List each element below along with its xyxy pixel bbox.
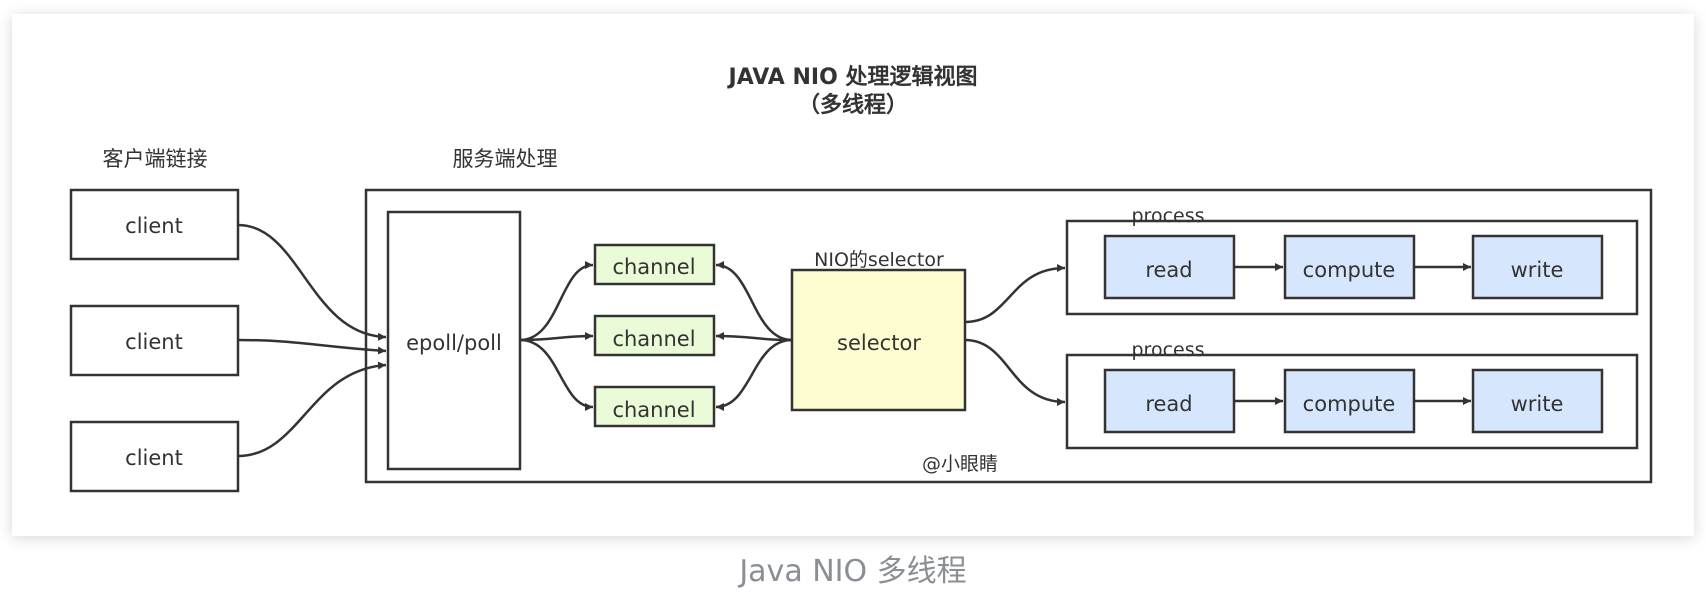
step-label: compute	[1303, 392, 1396, 416]
step-label: compute	[1303, 258, 1396, 282]
selector-to-channel-arrow	[715, 261, 793, 342]
epoll-box: epoll/poll	[386, 210, 522, 471]
selector-box: selector	[790, 268, 967, 412]
client-to-epoll-arrow	[237, 338, 387, 355]
step-label: write	[1511, 258, 1564, 282]
selector-to-process-arrow	[964, 264, 1066, 324]
client-label: client	[125, 214, 183, 238]
step-label: read	[1145, 392, 1192, 416]
write-step: write	[1471, 368, 1604, 434]
step-label: read	[1145, 258, 1192, 282]
process-label: process	[1131, 205, 1204, 227]
selector-to-channel-arrow	[715, 338, 793, 411]
client-label: client	[125, 446, 183, 470]
client-label: client	[125, 330, 183, 354]
client-box: client	[69, 304, 240, 377]
selector-caption: NIO的selector	[814, 249, 944, 271]
figure-caption: Java NIO 多线程	[739, 554, 967, 589]
compute-step: compute	[1283, 234, 1416, 300]
channel-box: channel	[593, 243, 716, 286]
epoll-to-channel-arrow	[519, 332, 594, 342]
channel-box: channel	[593, 385, 716, 428]
process-group: process read compute write	[1065, 205, 1639, 316]
server-section-label: 服务端处理	[453, 147, 558, 171]
epoll-to-channel-arrow	[519, 338, 594, 411]
channel-label: channel	[612, 327, 695, 351]
channel-label: channel	[612, 398, 695, 422]
diagram-title: JAVA NIO 处理逻辑视图	[727, 64, 978, 90]
selector-to-channel-arrow	[715, 332, 793, 342]
client-to-epoll-arrow	[237, 223, 387, 341]
watermark: @小眼睛	[922, 453, 998, 475]
epoll-label: epoll/poll	[406, 331, 502, 355]
channel-label: channel	[612, 255, 695, 279]
channel-box: channel	[593, 314, 716, 357]
read-step: read	[1103, 368, 1236, 434]
selector-label: selector	[837, 331, 921, 355]
diagram-subtitle: （多线程）	[798, 92, 908, 118]
process-group: process read compute write	[1065, 339, 1639, 450]
selector-to-process-arrow	[964, 338, 1066, 406]
client-section-label: 客户端链接	[103, 147, 208, 171]
epoll-to-channel-arrow	[519, 261, 594, 342]
read-step: read	[1103, 234, 1236, 300]
nio-diagram: JAVA NIO 处理逻辑视图 （多线程） 客户端链接 服务端处理 client…	[69, 64, 1653, 493]
client-box: client	[69, 188, 240, 261]
write-step: write	[1471, 234, 1604, 300]
client-box: client	[69, 420, 240, 493]
step-label: write	[1511, 392, 1564, 416]
server-container	[364, 188, 1653, 484]
process-label: process	[1131, 339, 1204, 361]
client-to-epoll-arrow	[237, 361, 387, 458]
compute-step: compute	[1283, 368, 1416, 434]
